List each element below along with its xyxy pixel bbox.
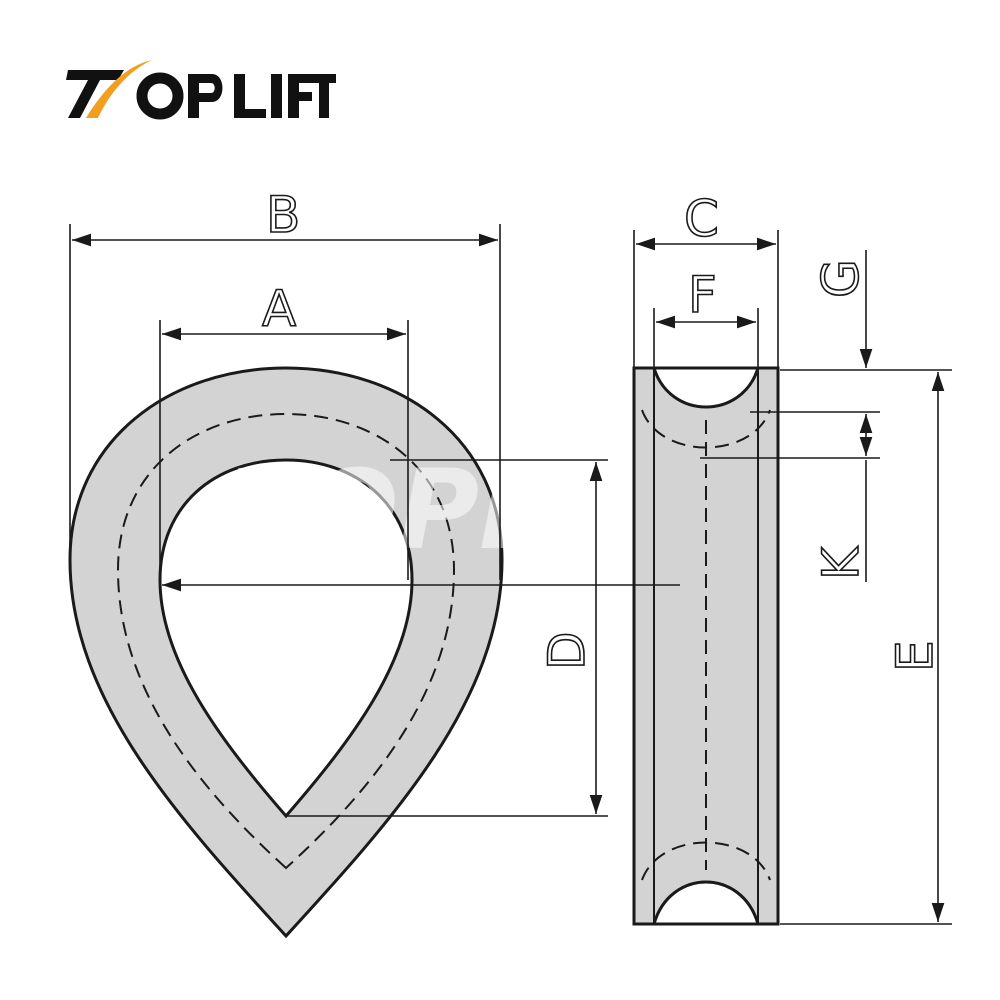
- dimension-g: G: [750, 250, 952, 440]
- dimension-a: A: [159, 279, 409, 580]
- side-view: [632, 366, 780, 926]
- dimension-c: C: [633, 189, 779, 368]
- dimension-d: D: [286, 459, 608, 817]
- logo-accent: [86, 60, 152, 118]
- toplift-logo: [66, 60, 336, 120]
- label-e: E: [886, 640, 944, 672]
- dimension-f: F: [653, 265, 759, 368]
- top-groove: [651, 366, 761, 409]
- label-d: D: [538, 631, 596, 670]
- label-k: K: [812, 546, 870, 580]
- label-c: C: [684, 190, 719, 248]
- groove-centerline-front: [116, 412, 456, 870]
- thimble-inner-hole: [158, 458, 414, 819]
- dimension-k: K: [700, 436, 880, 582]
- bottom-groove: [652, 880, 760, 926]
- dimension-e: E: [780, 372, 952, 925]
- label-f: F: [688, 266, 717, 324]
- logo-swoosh: [66, 70, 124, 118]
- label-b: B: [266, 186, 300, 244]
- label-g: G: [812, 259, 870, 298]
- dimension-b: B: [69, 185, 501, 580]
- label-a: A: [262, 280, 296, 338]
